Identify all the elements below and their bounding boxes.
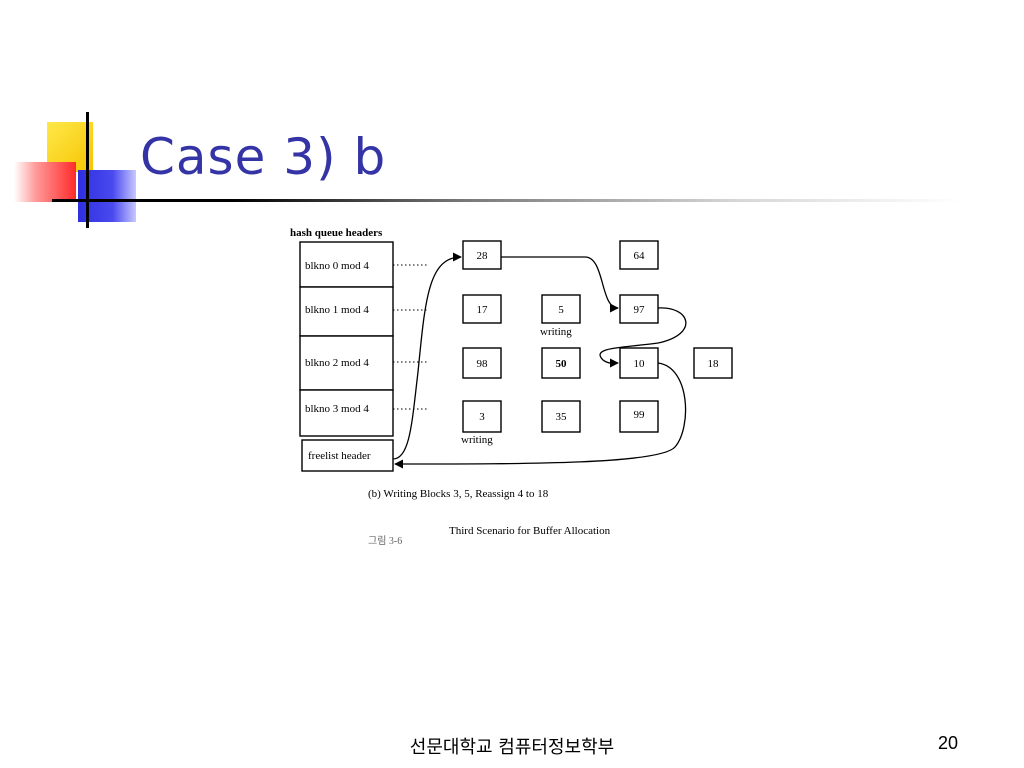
- svg-text:18: 18: [708, 358, 720, 370]
- svg-text:5: 5: [558, 304, 564, 316]
- title-underline-rule: [52, 199, 962, 202]
- vertical-rule-decoration: [86, 112, 89, 228]
- queue-header-1: blkno 1 mod 4: [305, 304, 369, 316]
- queue-header-3: blkno 3 mod 4: [305, 403, 369, 415]
- freelist-header-box: [301, 439, 394, 472]
- red-square-decoration: [14, 162, 76, 202]
- svg-text:64: 64: [634, 250, 646, 262]
- buffer-97: 97: [619, 294, 659, 324]
- figure-caption: Third Scenario for Buffer Allocation: [449, 525, 611, 537]
- writing-label-buffer-5: writing: [540, 326, 572, 338]
- svg-text:3: 3: [479, 411, 485, 423]
- buffer-99: 99: [619, 400, 659, 433]
- queue-header-0: blkno 0 mod 4: [305, 260, 369, 272]
- freelist-header-label: freelist header: [308, 450, 371, 462]
- svg-text:10: 10: [634, 358, 646, 370]
- buffer-98: 98: [462, 347, 502, 379]
- hash-queue-header-stack: blkno 0 mod 4 blkno 1 mod 4 blkno 2 mod …: [299, 241, 394, 437]
- buffer-5: 5: [541, 294, 581, 324]
- buffer-3: 3: [462, 400, 502, 433]
- footer-department: 선문대학교 컴퓨터정보학부: [409, 737, 615, 758]
- queue-header-2: blkno 2 mod 4: [305, 357, 369, 369]
- page-number: 20: [938, 733, 959, 753]
- buffer-allocation-diagram: hash queue headers blkno 0 mod 4 blkno 1…: [290, 227, 733, 547]
- hash-queue-headers-heading: hash queue headers: [290, 227, 383, 239]
- svg-text:98: 98: [477, 358, 489, 370]
- dotted-leader-lines: [393, 264, 428, 410]
- svg-text:28: 28: [477, 250, 489, 262]
- buffer-64: 64: [619, 240, 659, 270]
- svg-text:99: 99: [634, 409, 646, 421]
- svg-text:17: 17: [477, 304, 489, 316]
- buffer-50: 50: [541, 347, 581, 379]
- svg-text:97: 97: [634, 304, 646, 316]
- buffer-28: 28: [462, 240, 502, 270]
- buffer-10: 10: [619, 347, 659, 379]
- diagram-caption: (b) Writing Blocks 3, 5, Reassign 4 to 1…: [368, 488, 549, 500]
- figure-number: 그림 3-6: [368, 535, 402, 547]
- buffer-18: 18: [693, 347, 733, 379]
- freelist-chain-arrows: [392, 252, 687, 469]
- buffer-17: 17: [462, 294, 502, 324]
- svg-text:50: 50: [556, 358, 568, 370]
- slide-title: Case 3) b: [140, 128, 387, 186]
- svg-text:35: 35: [556, 411, 568, 423]
- writing-label-buffer-3: writing: [461, 434, 493, 446]
- buffer-35: 35: [541, 400, 581, 433]
